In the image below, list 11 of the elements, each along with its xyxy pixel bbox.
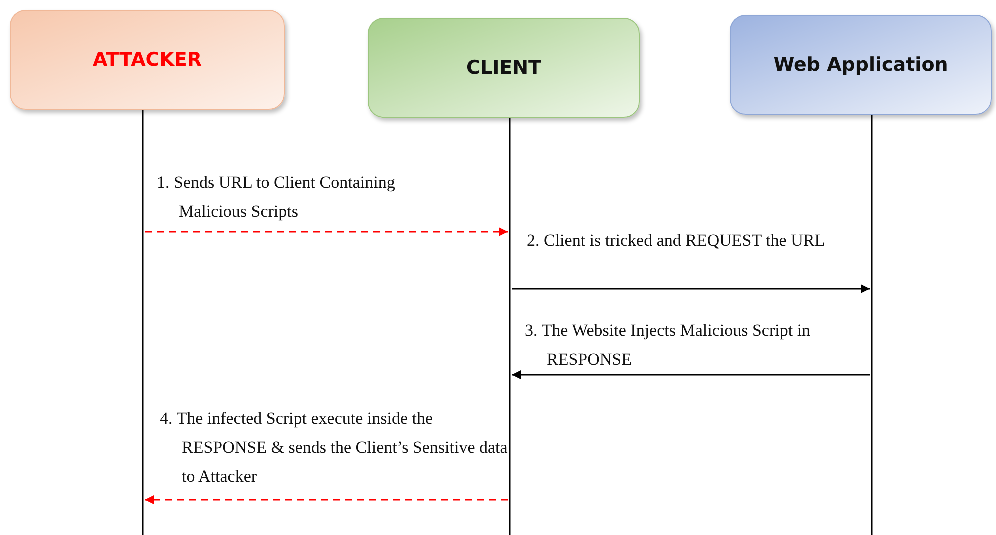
message-label: 1. Sends URL to Client Containing Malicious Scripts [157,172,396,223]
message-arrow [145,496,508,504]
participant-box: Web Application [730,15,992,115]
participant-box: ATTACKER [10,10,285,110]
message-label: 2. Client is tricked and REQUEST the URL [527,230,826,252]
participant-box: CLIENT [368,18,640,118]
message-arrow [512,284,870,294]
message-arrow [512,370,870,380]
message-label: 3. The Website Injects Malicious Script in RESPONSE [525,320,812,371]
message-arrow [145,228,508,236]
message-label: 4. The infected Script execute inside the RESPONSE & sends the Client’s Sensitive data to Attacker [160,408,509,488]
